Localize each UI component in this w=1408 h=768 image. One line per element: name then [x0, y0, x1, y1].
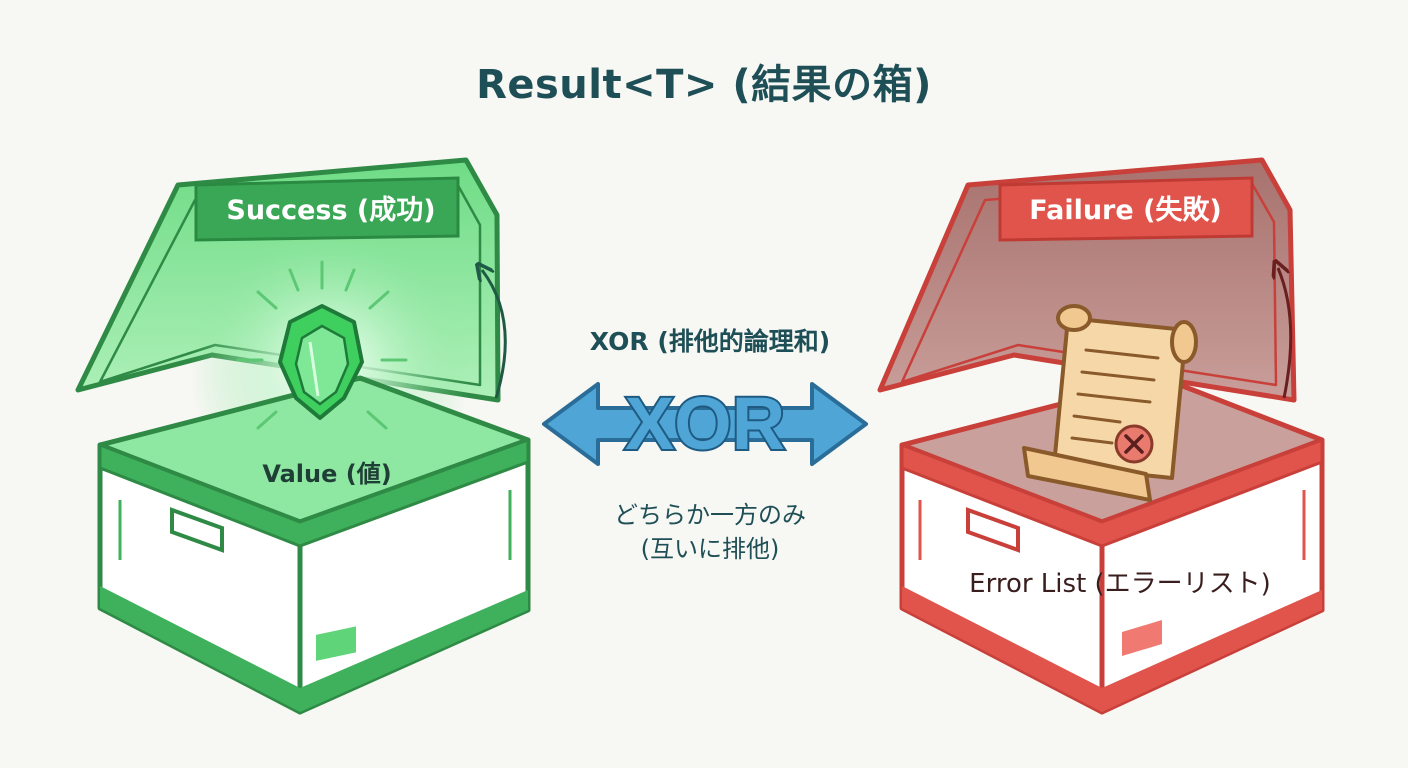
gem-icon	[278, 304, 364, 420]
value-label: Value (値)	[262, 460, 392, 488]
error-mark-icon	[1124, 434, 1144, 454]
exclusive-note: どちらか一方のみ (互いに排他)	[530, 498, 890, 566]
exclusive-note-line2: (互いに排他)	[640, 535, 780, 563]
error-list-label: Error List (エラーリスト)	[969, 569, 1271, 599]
exclusive-note-line1: どちらか一方のみ	[614, 501, 806, 529]
success-box	[75, 157, 531, 715]
xor-caption: XOR (排他的論理和)	[589, 327, 831, 356]
diagram-title: Result<T> (結果の箱)	[476, 62, 932, 108]
failure-box	[877, 157, 1325, 715]
sparkle-rays	[236, 260, 408, 430]
failure-tab-label: Failure (失敗)	[1029, 195, 1222, 226]
success-tab-label: Success (成功)	[226, 195, 436, 226]
failure-open-arrow-icon	[1278, 268, 1293, 399]
xor-symbol: XOR	[625, 382, 785, 465]
success-tab	[194, 176, 460, 242]
scroll-icon	[1022, 304, 1198, 502]
success-open-arrow-icon	[482, 270, 507, 399]
failure-tab	[998, 176, 1254, 242]
xor-double-arrow-icon	[542, 382, 868, 466]
